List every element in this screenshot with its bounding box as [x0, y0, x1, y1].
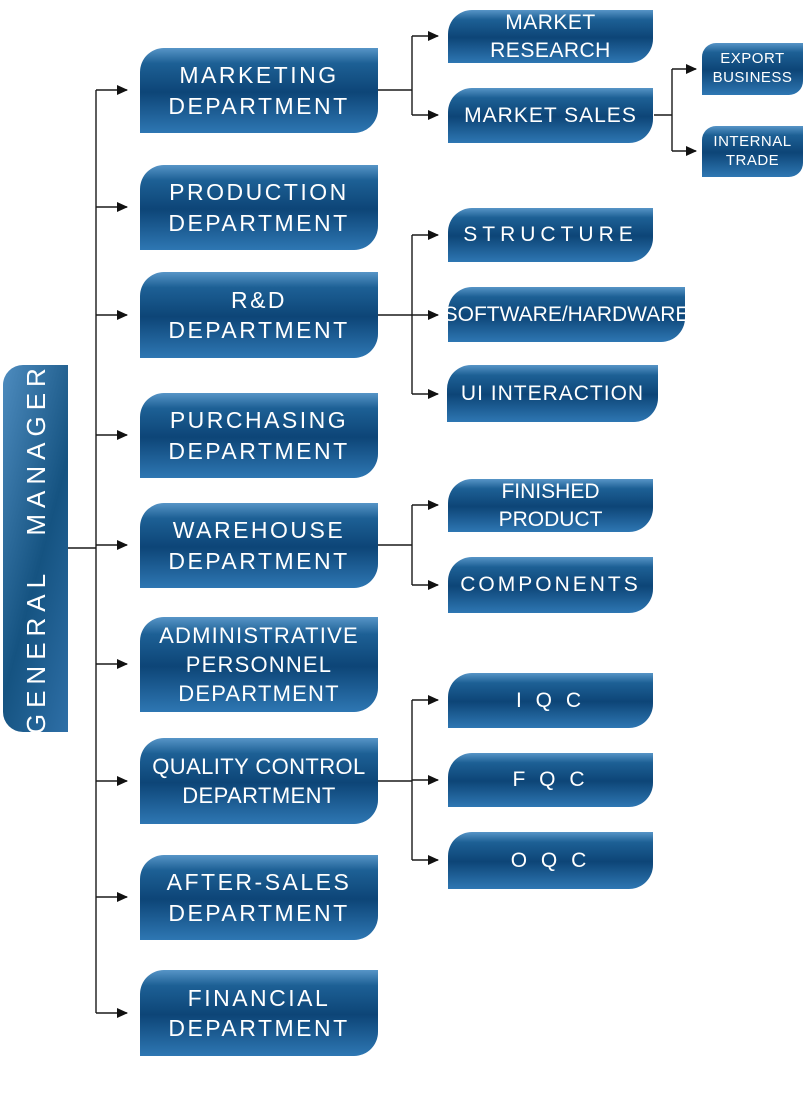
- node-label: AFTER-SALES DEPARTMENT: [166, 869, 352, 926]
- node-label: PURCHASING DEPARTMENT: [168, 407, 350, 464]
- node-label: COMPONENTS: [460, 573, 641, 597]
- node-label: GENERAL MANAGER: [20, 362, 51, 735]
- node-label: UI INTERACTION: [460, 381, 645, 405]
- node-label: I Q C: [515, 688, 585, 712]
- node-production-department[interactable]: PRODUCTION DEPARTMENT: [140, 165, 378, 250]
- node-label: WAREHOUSE DEPARTMENT: [168, 517, 350, 574]
- node-administrative-personnel-department[interactable]: ADMINISTRATIVE PERSONNEL DEPARTMENT: [140, 617, 378, 712]
- node-purchasing-department[interactable]: PURCHASING DEPARTMENT: [140, 393, 378, 478]
- node-label: MARKETING DEPARTMENT: [168, 62, 350, 119]
- node-software-hardware[interactable]: SOFTWARE/HARDWARE: [444, 287, 689, 342]
- node-rd-department[interactable]: R&D DEPARTMENT: [140, 272, 378, 358]
- node-after-sales-department[interactable]: AFTER-SALES DEPARTMENT: [140, 855, 378, 940]
- node-label: INTERNAL TRADE: [713, 132, 792, 169]
- node-label: ADMINISTRATIVE PERSONNEL DEPARTMENT: [159, 622, 359, 707]
- node-ui-interaction[interactable]: UI INTERACTION: [447, 365, 658, 422]
- node-finished-product[interactable]: FINISHED PRODUCT: [448, 479, 653, 532]
- node-label: QUALITY CONTROL DEPARTMENT: [152, 753, 366, 808]
- node-structure[interactable]: STRUCTURE: [448, 208, 653, 262]
- node-label: O Q C: [510, 848, 591, 872]
- node-components[interactable]: COMPONENTS: [448, 557, 653, 613]
- node-export-business[interactable]: EXPORT BUSINESS: [702, 43, 803, 95]
- node-market-research[interactable]: MARKET RESEARCH: [448, 10, 653, 63]
- node-financial-department[interactable]: FINANCIAL DEPARTMENT: [140, 970, 378, 1056]
- node-label: FINANCIAL DEPARTMENT: [168, 984, 350, 1041]
- node-general-manager[interactable]: GENERAL MANAGER: [3, 362, 68, 735]
- node-oqc[interactable]: O Q C: [448, 832, 653, 889]
- node-marketing-department[interactable]: MARKETING DEPARTMENT: [140, 48, 378, 133]
- node-market-sales[interactable]: MARKET SALES: [448, 88, 653, 143]
- node-label: FINISHED PRODUCT: [498, 479, 603, 531]
- node-label: MARKET SALES: [464, 103, 637, 127]
- node-iqc[interactable]: I Q C: [448, 673, 653, 728]
- node-internal-trade[interactable]: INTERNAL TRADE: [702, 126, 803, 177]
- node-label: PRODUCTION DEPARTMENT: [168, 179, 350, 236]
- node-label: R&D DEPARTMENT: [168, 286, 350, 343]
- node-label: MARKET RESEARCH: [490, 10, 611, 62]
- node-quality-control-department[interactable]: QUALITY CONTROL DEPARTMENT: [140, 738, 378, 824]
- node-label: STRUCTURE: [463, 223, 638, 247]
- node-label: SOFTWARE/HARDWARE: [443, 302, 690, 326]
- node-fqc[interactable]: F Q C: [448, 753, 653, 807]
- node-label: EXPORT BUSINESS: [712, 50, 793, 86]
- node-label: F Q C: [512, 768, 589, 792]
- node-warehouse-department[interactable]: WAREHOUSE DEPARTMENT: [140, 503, 378, 588]
